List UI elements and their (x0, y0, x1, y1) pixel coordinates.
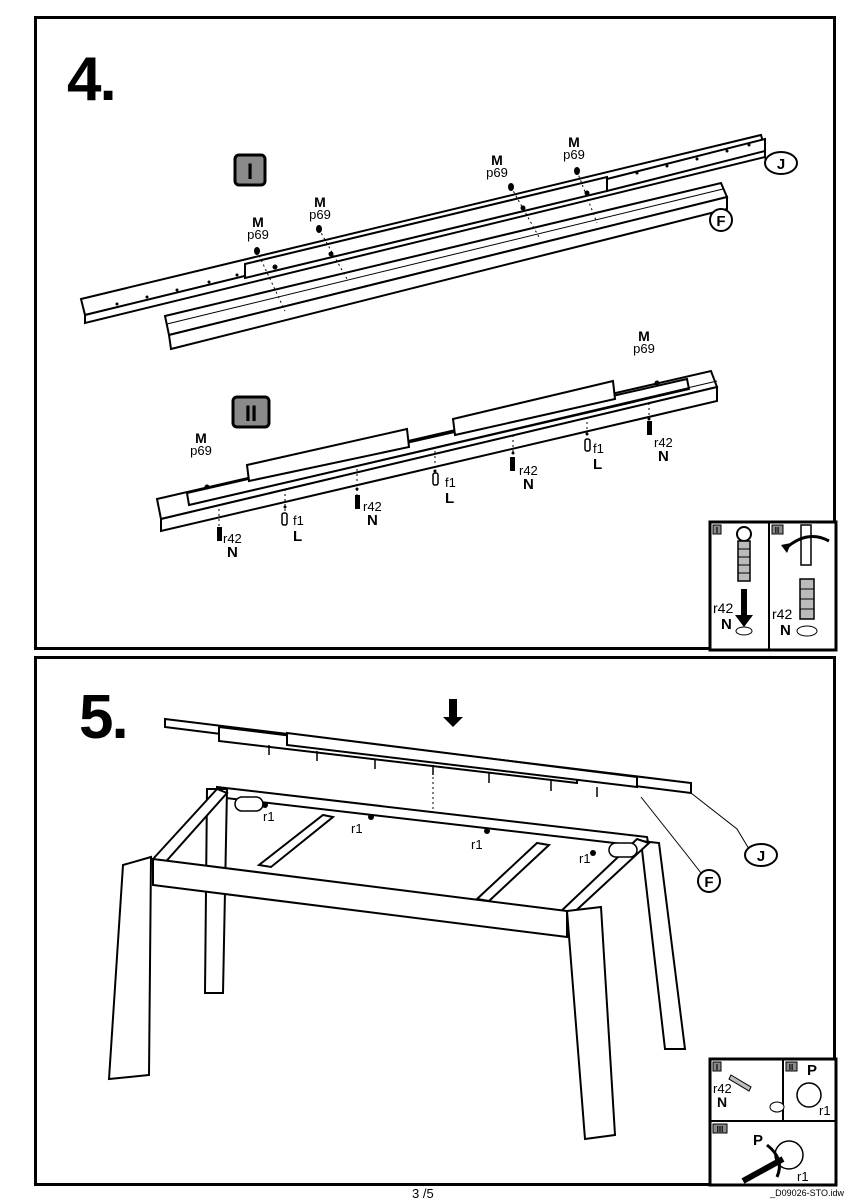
beam-f-assembled (155, 369, 719, 533)
svg-text:p69: p69 (190, 443, 212, 458)
step-number: 5. (79, 683, 129, 752)
svg-text:M: M (491, 152, 503, 168)
part-label-j: J (690, 792, 778, 867)
detail-inset: I II r42 N r42 N (708, 520, 838, 652)
step-4-illustration: I II (79, 133, 838, 652)
svg-text:r42: r42 (519, 463, 538, 478)
svg-text:II: II (775, 526, 779, 535)
svg-text:N: N (721, 616, 732, 633)
rail-j (79, 133, 767, 325)
svg-text:N: N (523, 476, 534, 493)
step-4-panel: 4. I II (34, 16, 838, 652)
svg-text:N: N (227, 544, 238, 561)
svg-text:III: III (717, 1125, 724, 1134)
svg-text:r42: r42 (772, 606, 792, 622)
rail-assembly (164, 717, 692, 795)
svg-text:p69: p69 (247, 227, 269, 242)
beam-f (163, 181, 729, 351)
svg-text:M: M (195, 430, 207, 446)
svg-text:N: N (367, 512, 378, 529)
svg-text:r1: r1 (579, 851, 591, 866)
bolts-r42 (217, 421, 652, 541)
table-frame (107, 785, 687, 1141)
svg-text:P: P (753, 1132, 763, 1149)
step-5-panel: 5. J F (34, 656, 838, 1187)
svg-text:f1: f1 (293, 513, 304, 528)
svg-text:r1: r1 (471, 837, 483, 852)
sub-step-badge-2: II (231, 395, 271, 429)
step-number: 4. (67, 45, 117, 114)
svg-text:I: I (716, 526, 718, 535)
file-id: _D09026-STO.idw (770, 1188, 844, 1198)
svg-text:r1: r1 (797, 1169, 809, 1184)
svg-text:M: M (638, 328, 650, 344)
svg-text:P: P (807, 1062, 817, 1079)
part-label-j: J (764, 149, 798, 175)
svg-text:r42: r42 (713, 600, 733, 616)
svg-text:N: N (780, 622, 791, 639)
svg-text:p69: p69 (563, 147, 585, 162)
screw-callouts: M p69 M p69 M p69 M p69 (247, 134, 585, 242)
svg-text:f1: f1 (593, 441, 604, 456)
svg-text:L: L (593, 456, 602, 473)
page-number: 3 /5 (412, 1186, 434, 1201)
svg-text:L: L (445, 490, 454, 507)
svg-text:M: M (568, 134, 580, 150)
detail-inset: I II III r42 N P r1 P r1 (708, 1057, 838, 1187)
svg-text:L: L (293, 528, 302, 545)
step-5-illustration: J F (107, 699, 838, 1187)
svg-text:N: N (717, 1094, 727, 1110)
badge-label: II (245, 401, 257, 426)
svg-text:J: J (757, 848, 765, 865)
svg-text:r42: r42 (654, 435, 673, 450)
svg-text:r1: r1 (351, 821, 363, 836)
svg-text:F: F (716, 213, 725, 230)
svg-text:r1: r1 (263, 809, 275, 824)
svg-text:F: F (704, 874, 713, 891)
svg-text:f1: f1 (445, 475, 456, 490)
svg-text:II: II (789, 1063, 793, 1072)
svg-text:I: I (716, 1063, 718, 1072)
svg-text:N: N (658, 448, 669, 465)
svg-text:M: M (314, 194, 326, 210)
part-label-f: F (709, 208, 733, 232)
badge-label: I (247, 159, 253, 184)
sub-step-badge-1: I (233, 153, 267, 187)
svg-text:r1: r1 (819, 1103, 831, 1118)
rail-holes (115, 143, 751, 306)
svg-text:M: M (252, 214, 264, 230)
svg-text:J: J (777, 156, 785, 173)
svg-text:p69: p69 (633, 341, 655, 356)
svg-text:p69: p69 (309, 207, 331, 222)
svg-text:r42: r42 (713, 1081, 732, 1096)
svg-text:p69: p69 (486, 165, 508, 180)
dowels-f1 (281, 438, 591, 526)
svg-text:r42: r42 (223, 531, 242, 546)
svg-text:r42: r42 (363, 499, 382, 514)
part-label-f: F (640, 796, 721, 893)
cam-fittings (234, 796, 638, 858)
down-arrow-icon (443, 699, 463, 727)
